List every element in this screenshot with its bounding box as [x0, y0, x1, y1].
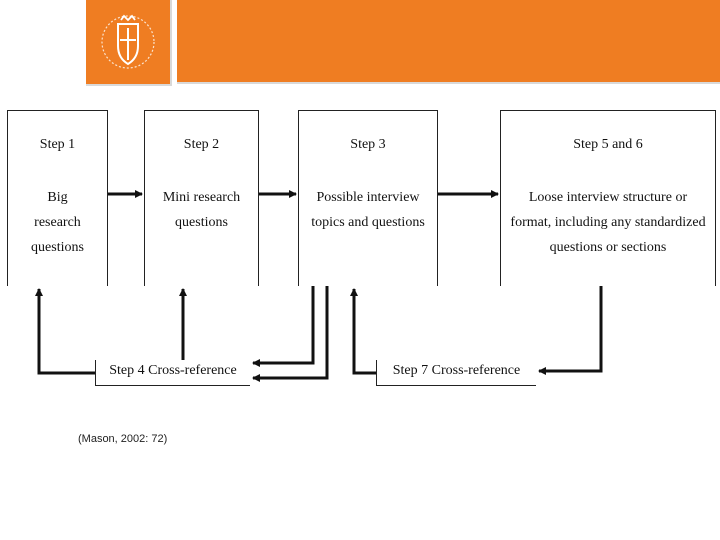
step-2-box: Step 2 Mini research questions: [144, 110, 259, 286]
header-banner: [177, 0, 720, 84]
step-4-cross-reference: Step 4 Cross-reference: [95, 360, 250, 386]
step-2-title: Step 2: [183, 137, 220, 152]
step-7-cross-reference: Step 7 Cross-reference: [376, 360, 536, 386]
citation: (Mason, 2002: 72): [78, 433, 168, 445]
step-3-box: Step 3 Possible interview topics and que…: [298, 110, 438, 286]
step-3-body: Possible interview topics and questions: [311, 190, 425, 230]
header-logo-panel: [86, 0, 172, 86]
arrow-step56-to-xref7: [538, 286, 603, 375]
step-5-6-body: Loose interview structure or format, inc…: [510, 190, 706, 255]
arrow-step3-to-xref4-a: [252, 286, 315, 367]
step-1-box: Step 1 Big research questions: [7, 110, 108, 286]
step-5-6-box: Step 5 and 6 Loose interview structure o…: [500, 110, 716, 286]
step-1-title: Step 1: [39, 137, 76, 152]
arrow-xref4-to-step1: [35, 288, 95, 375]
step-5-6-title: Step 5 and 6: [573, 137, 643, 152]
university-crest-icon: [101, 14, 155, 69]
step-2-body: Mini research questions: [162, 190, 241, 230]
arrow-step3-to-xref4-b: [252, 286, 329, 382]
step-1-body: Big research questions: [31, 190, 84, 255]
arrow-xref7-to-step3: [350, 288, 376, 375]
step-3-title: Step 3: [350, 137, 386, 152]
